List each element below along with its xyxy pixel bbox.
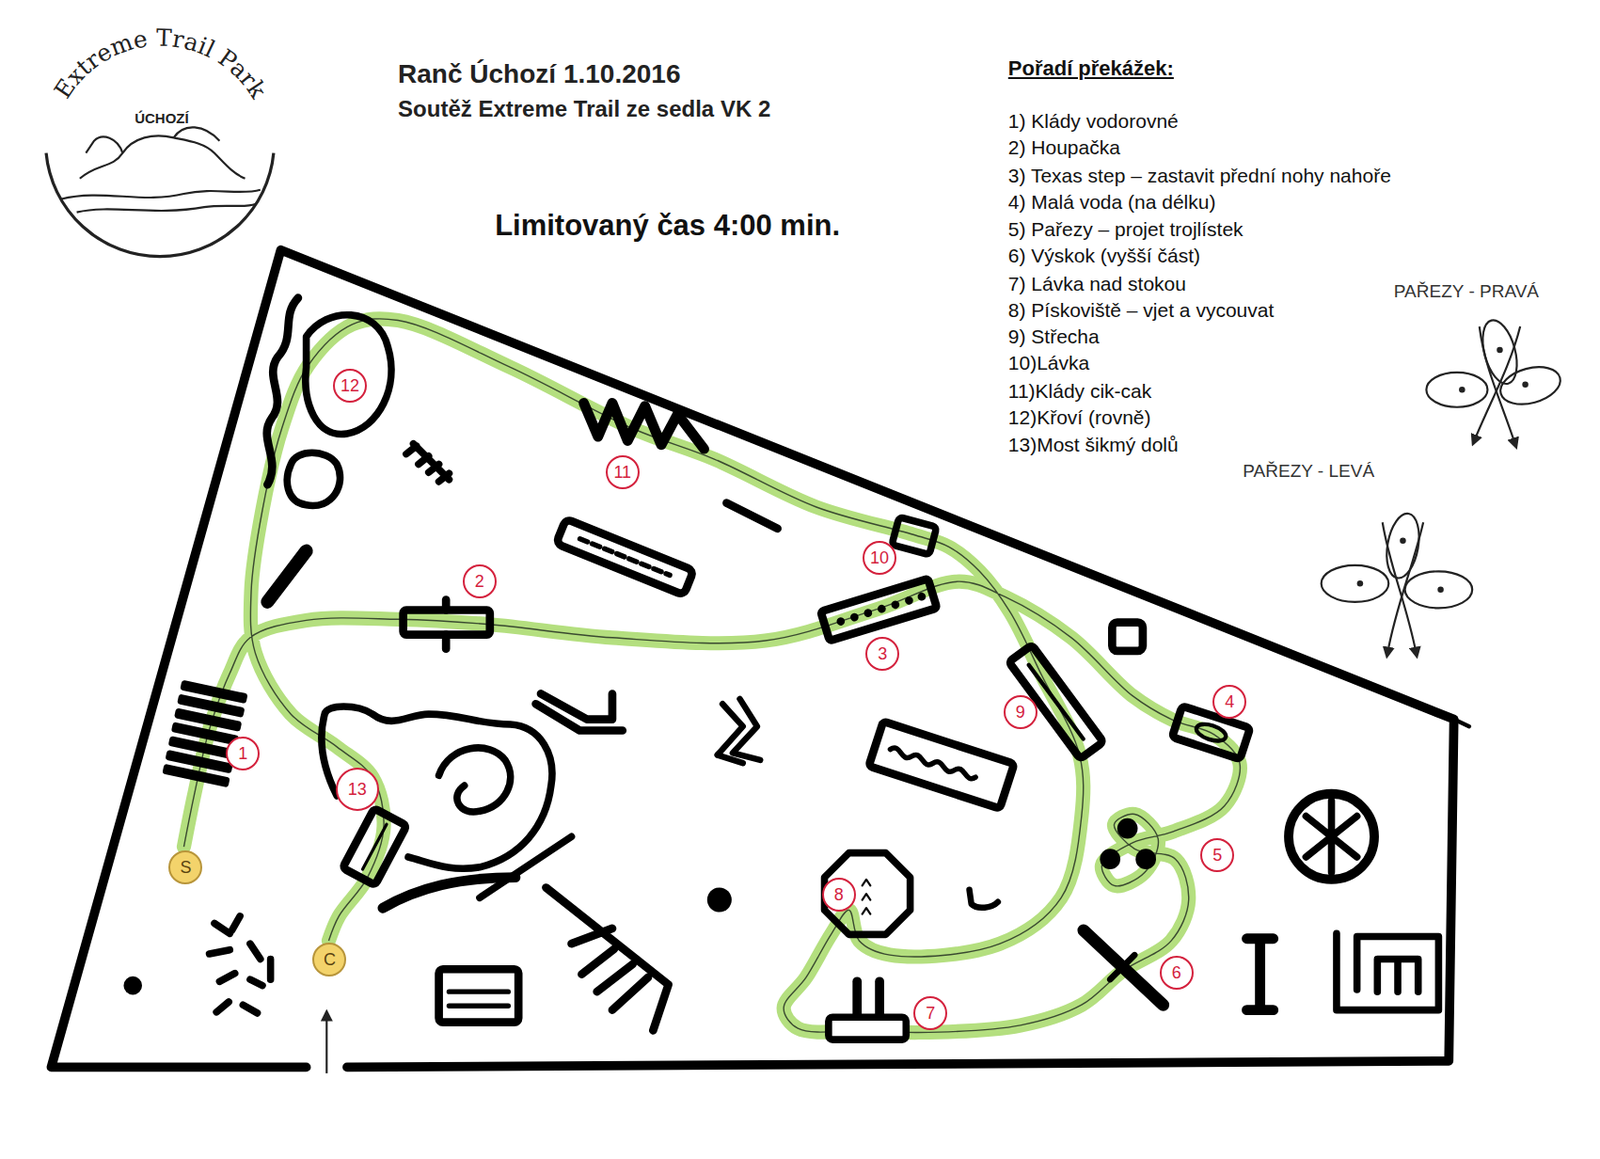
callout-text: 7: [925, 1004, 935, 1022]
list-item: 12)Křoví (rovně): [1008, 406, 1152, 429]
callout-number: 5: [1200, 838, 1235, 872]
note-text: PAŘEZY - PRAVÁ: [1394, 281, 1539, 302]
callout-text: 2: [475, 572, 485, 590]
callout-number: 12: [332, 368, 367, 403]
note-text: ÚCHOZÍ: [134, 110, 190, 127]
list-item: 5) Pařezy – projet trojlístek: [1008, 218, 1244, 241]
start-finish-circle: C: [312, 942, 347, 977]
route-line: [183, 318, 1240, 1033]
callout-text: 8: [834, 886, 844, 903]
callout-number: 4: [1212, 684, 1247, 719]
obstacles: [123, 298, 1439, 1040]
callout-text: C: [323, 950, 336, 968]
list-item: 4) Malá voda (na délku): [1008, 190, 1217, 214]
list-item: 13)Most šikmý dolů: [1008, 433, 1179, 457]
list-item: 1) Klády vodorovné: [1008, 110, 1179, 133]
heading-text: Pořadí překážek:: [1008, 56, 1174, 80]
callout-text: 9: [1015, 703, 1026, 721]
stumps-right-diagram: [1425, 316, 1565, 444]
callout-number: 13: [335, 767, 380, 811]
callout-number: 11: [605, 455, 640, 490]
logo: [46, 126, 274, 256]
heading-text: Soutěž Extreme Trail ze sedla VK 2: [397, 95, 771, 123]
title: Ranč Úchozí 1.10.2016: [397, 59, 681, 90]
callout-text: 6: [1172, 964, 1182, 982]
list-item: 6) Výskok (vyšší část): [1008, 244, 1201, 268]
trail-route: [183, 318, 1240, 1033]
callout-text: 10: [870, 549, 889, 567]
callout-text: 1: [237, 744, 248, 762]
list-item: 2) Houpačka: [1008, 136, 1121, 159]
stumps-left-diagram: [1321, 510, 1474, 653]
list-item: 7) Lávka nad stokou: [1008, 272, 1187, 296]
list-item: 9) Střecha: [1008, 325, 1100, 349]
callout-text: 3: [877, 645, 888, 663]
callout-text: 4: [1224, 693, 1235, 711]
note-text: PAŘEZY - LEVÁ: [1242, 460, 1375, 482]
callout-number: 9: [1003, 695, 1038, 729]
callout-text: S: [179, 858, 191, 876]
list-item: 10)Lávka: [1008, 351, 1090, 375]
list-item: 8) Pískoviště – vjet a vycouvat: [1008, 299, 1274, 322]
callout-number: 10: [862, 540, 897, 575]
callout-number: 1: [225, 736, 260, 771]
park-outline: [50, 250, 1469, 1068]
callout-number: 8: [822, 877, 856, 912]
callout-number: 6: [1159, 955, 1194, 990]
list-item: 11)Klády cik-cak: [1008, 380, 1153, 403]
callout-text: 12: [340, 377, 360, 395]
callout-text: 5: [1212, 846, 1222, 864]
callout-text: 13: [348, 780, 367, 798]
start-finish-circle: S: [168, 850, 203, 885]
logo-text: Extreme Trail Park: [48, 24, 273, 105]
entrance-arrow: [325, 1014, 328, 1074]
heading-text: Limitovaný čas 4:00 min.: [494, 208, 840, 243]
list-item: 3) Texas step – zastavit přední nohy nah…: [1008, 164, 1392, 188]
callout-text: 11: [613, 463, 632, 481]
callout-number: 3: [865, 636, 900, 671]
route-band: [183, 318, 1240, 1033]
callout-number: 2: [462, 564, 497, 599]
